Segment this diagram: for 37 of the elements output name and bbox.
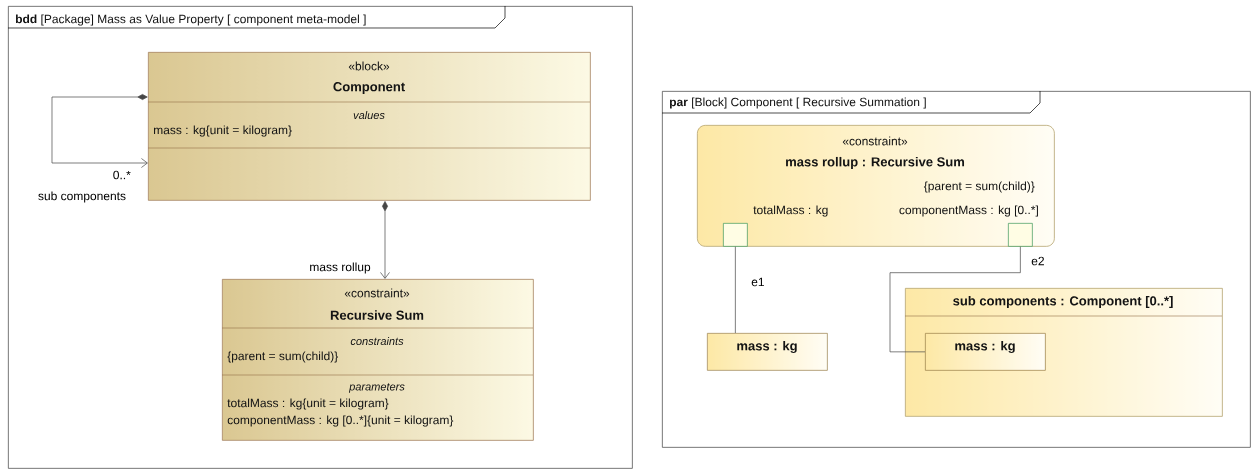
frame-heading: par [Block] Component [ Recursive Summation ] <box>670 97 926 109</box>
constraint-name: mass rollup : Recursive Sum <box>786 156 964 170</box>
port-label: totalMass : kg <box>753 205 828 217</box>
multiplicity: 0..* <box>113 170 131 180</box>
block <box>221 279 534 441</box>
stereotype: «constraint» <box>842 136 908 146</box>
parameter: totalMass : kg{unit = kilogram} <box>227 398 389 410</box>
port <box>899 205 1038 247</box>
constraint-text: {parent = sum(child)} <box>227 351 339 363</box>
compartment-heading: values <box>353 110 385 120</box>
port-label: componentMass : kg [0..*] <box>899 205 1038 217</box>
edge-label: e1 <box>751 277 764 287</box>
parameter: componentMass : kg [0..*]{unit = kilogram} <box>227 415 454 427</box>
constraint-text: {parent = sum(child)} <box>923 181 1035 193</box>
stereotype: «constraint» <box>344 288 410 298</box>
port <box>723 205 828 247</box>
constraint-property <box>697 125 1055 247</box>
compartment-heading: constraints <box>350 336 404 346</box>
part-label: mass : kg <box>955 340 1015 354</box>
edge-label: e2 <box>1031 256 1044 266</box>
association <box>380 201 390 279</box>
property: mass : kg{unit = kilogram} <box>154 125 292 137</box>
part-label: mass : kg <box>737 340 797 354</box>
connector <box>889 246 1021 353</box>
edge-label: mass rollup <box>310 262 371 274</box>
part-property <box>707 333 828 371</box>
stereotype: «block» <box>348 61 390 71</box>
frame-heading: bdd [Package] Mass as Value Property [ component meta-model ] <box>16 14 366 26</box>
block-name: Component <box>333 82 405 94</box>
compartment-heading: parameters <box>348 383 405 393</box>
block <box>147 52 591 201</box>
part-label: sub components : Component [0..*] <box>953 295 1173 309</box>
association <box>51 94 148 168</box>
connector <box>735 246 736 334</box>
block-name: Recursive Sum <box>330 310 424 320</box>
edge-label: sub components <box>38 191 126 203</box>
part-property <box>925 333 1046 371</box>
